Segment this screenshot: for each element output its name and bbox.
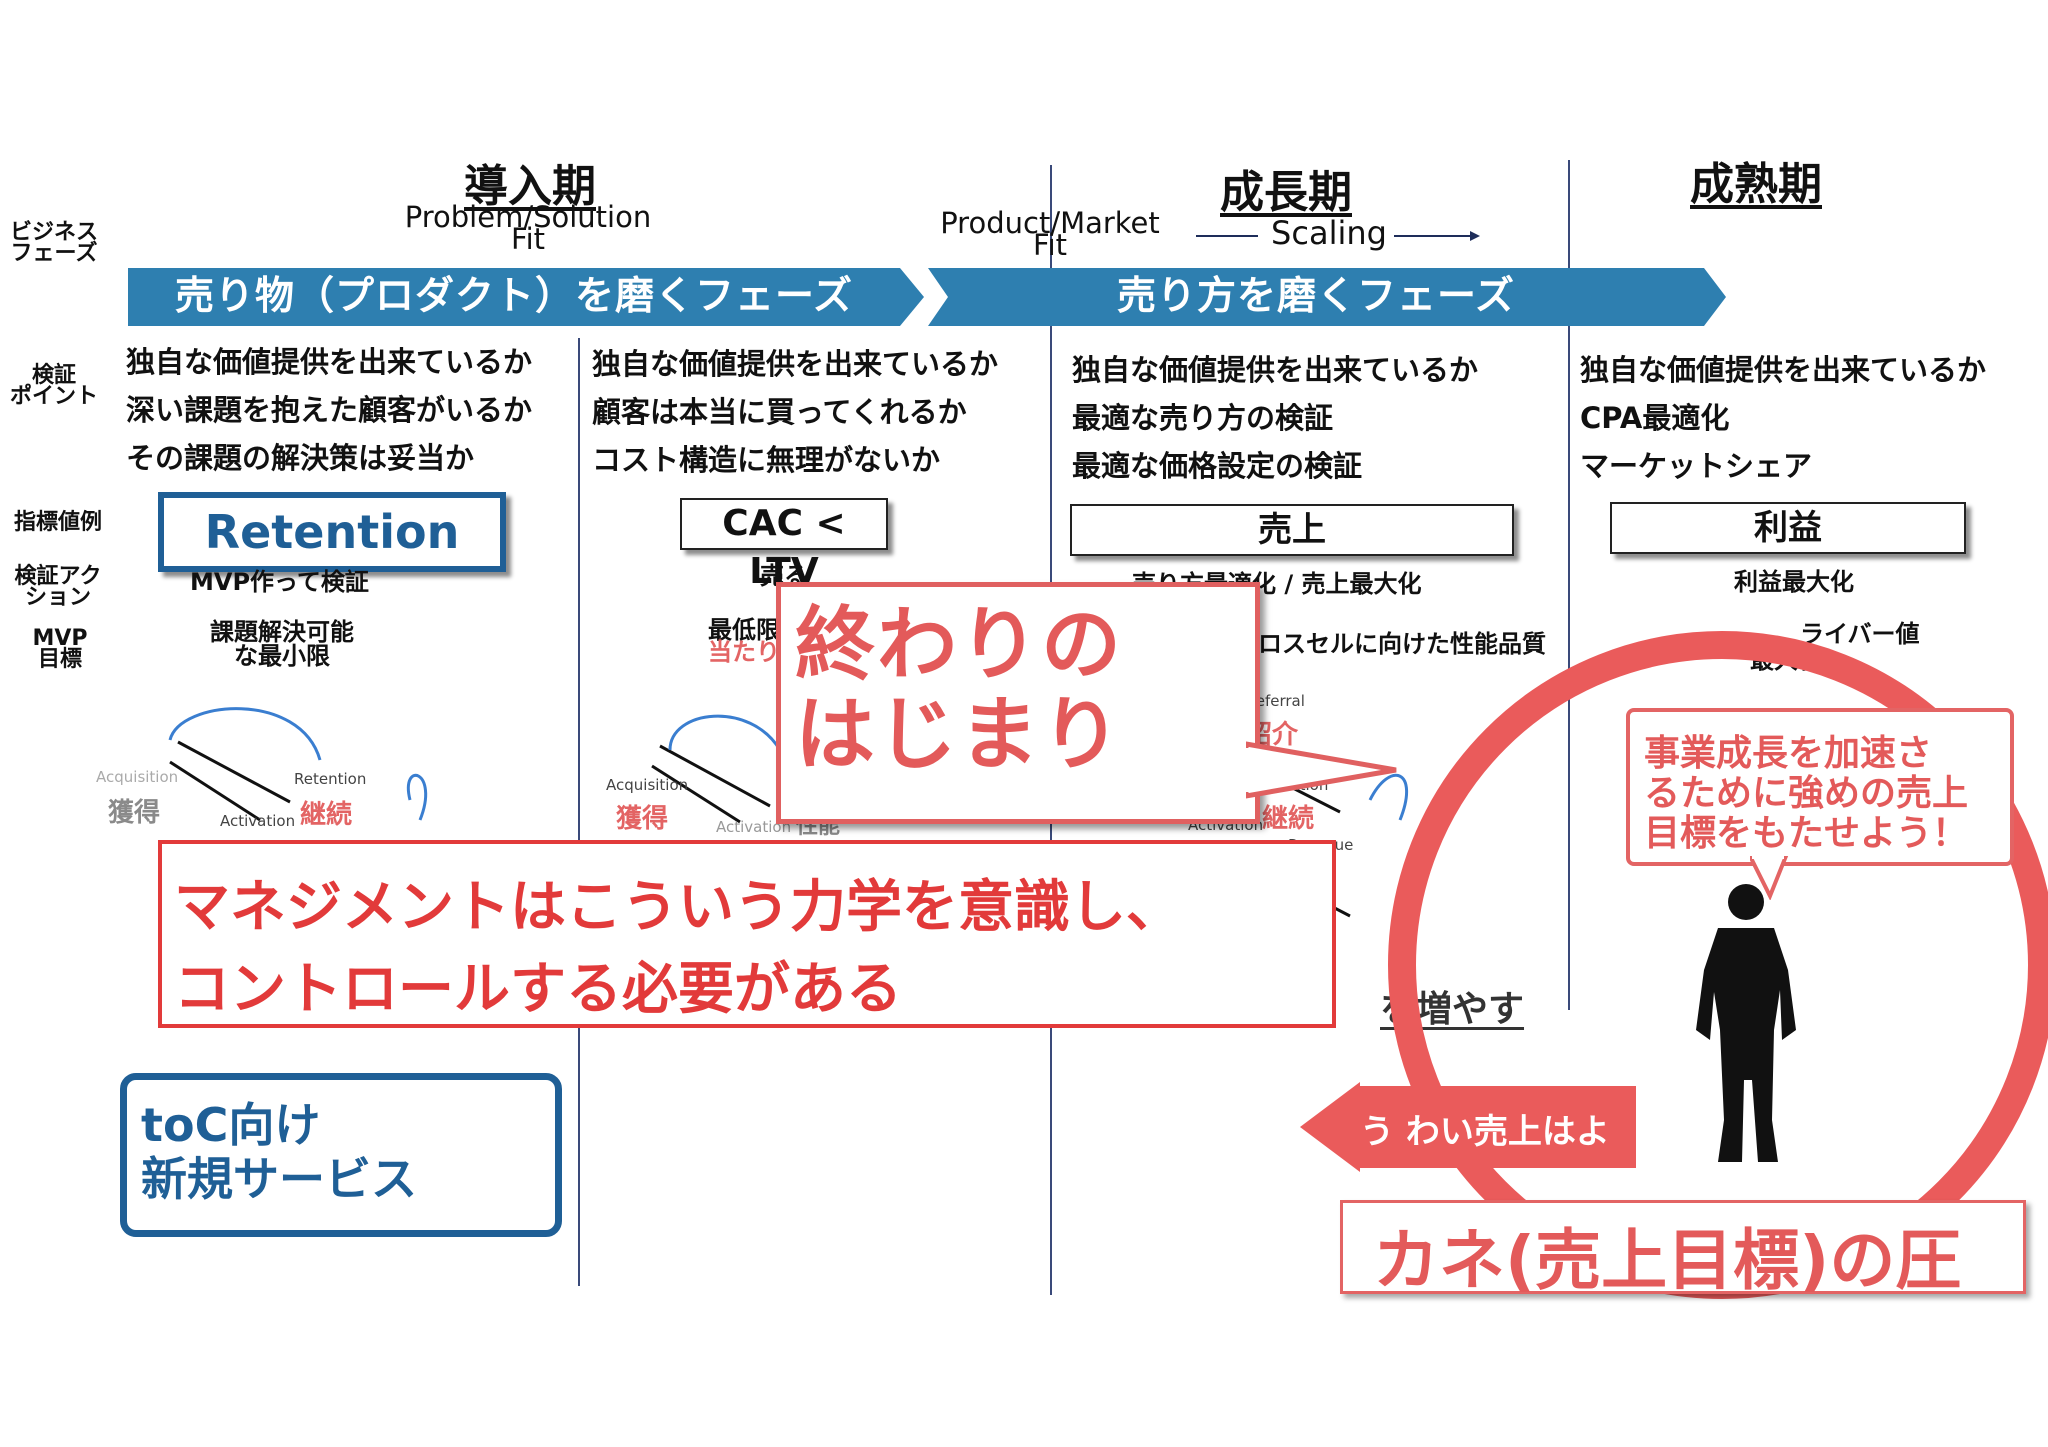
point-item: 独自な価値提供を出来ているか <box>126 345 533 379</box>
banner-sales-phase: 売り方を磨くフェーズ <box>1116 274 1516 319</box>
management-line-2: コントロールする必要がある <box>174 957 902 1022</box>
metric-cac-ltv: CAC < LTV <box>680 498 888 592</box>
speech-line-3: 目標をもたせよう！ <box>1644 813 1969 854</box>
funnel-2-activation-en: Activation <box>716 818 792 836</box>
owari-line-2: はじまり <box>795 688 1123 781</box>
funnel-diagram-1 <box>168 707 428 822</box>
row-label-verification-action: 検証アクション <box>14 564 102 610</box>
owari-callout-tail <box>1246 741 1397 799</box>
mvp-column-2-line1: 最低限 <box>708 616 780 644</box>
mvp-column-3: クロスセルに向けた性能品質 <box>1234 630 1546 658</box>
row-label-verification-point: 検証ポイント <box>9 363 98 409</box>
management-line-1: マネジメントはこういう力学を意識し、 <box>174 875 1182 940</box>
mvp-column-2-line2: 当たり <box>708 638 780 666</box>
metric-sales: 売上 <box>1070 504 1514 556</box>
mvp-column-1-line2: な最小限 <box>234 642 330 670</box>
column-divider-1 <box>578 338 580 1286</box>
funnel-1-acquisition-en: Acquisition <box>96 768 179 786</box>
point-item: 顧客は本当に買ってくれるか <box>592 395 967 429</box>
funnel-2-acquisition-jp: 獲得 <box>616 804 669 834</box>
funnel-3-retention-jp: 継続 <box>1262 804 1315 834</box>
owari-callout: 終わりの はじまり <box>776 582 1260 824</box>
point-item: マーケットシェア <box>1580 449 1813 483</box>
phase-subtitle-scaling: Scaling <box>1271 214 1387 252</box>
speech-bubble: 事業成長を加速さ るために強めの売上 目標をもたせよう！ <box>1626 708 2014 866</box>
funnel-diagram-2 <box>651 714 782 824</box>
arrow-right-icon <box>1196 231 1480 241</box>
funnel-1-acquisition-jp: 獲得 <box>108 798 161 828</box>
point-item: 独自な価値提供を出来ているか <box>1072 353 1479 387</box>
action-column-1: MVP作って検証 <box>190 568 369 596</box>
point-item: 最適な価格設定の検証 <box>1072 449 1363 483</box>
arrow-text: う わい売上はよ <box>1360 1112 1610 1152</box>
toc-line-1: toC向け <box>141 1098 321 1152</box>
phase-title-maturity: 成熟期 <box>1690 159 1822 210</box>
funnel-2-acquisition-en: Acquisition <box>606 776 689 794</box>
points-column-3: 独自な価値提供を出来ているか 最適な売り方の検証 最適な価格設定の検証 <box>1072 346 1478 490</box>
metric-retention: Retention <box>158 492 506 572</box>
person-silhouette-icon <box>1696 884 1796 1162</box>
banner-product-phase-shape <box>128 268 924 326</box>
toc-new-service-box: toC向け 新規サービス <box>120 1073 562 1237</box>
funnel-1-activation-en: Activation <box>220 812 296 830</box>
speech-line-1: 事業成長を加速さ <box>1644 733 1933 774</box>
phase-title-growth: 成長期 <box>1220 167 1352 218</box>
point-item: 独自な価値提供を出来ているか <box>1580 353 1987 387</box>
point-item: 最適な売り方の検証 <box>1072 401 1334 435</box>
point-item: 深い課題を抱えた顧客がいるか <box>126 393 533 427</box>
row-label-metric-example: 指標値例 <box>13 510 102 535</box>
speech-line-2: るために強めの売上 <box>1644 773 1969 814</box>
speech-bubble-tail <box>1750 856 1789 900</box>
action-column-4: 利益最大化 <box>1734 568 1854 596</box>
column-divider-3 <box>1568 160 1570 1010</box>
point-item: その課題の解決策は妥当か <box>126 441 475 475</box>
arrow-left-icon <box>1300 1082 1636 1172</box>
money-pressure-box: カネ(売上目標)の圧 <box>1340 1200 2026 1299</box>
metric-profit: 利益 <box>1610 502 1966 554</box>
funnel-3-referral-en: Referral <box>1246 692 1305 710</box>
money-pressure-text: カネ(売上目標)の圧 <box>1373 1222 1962 1299</box>
mvp-column-1-line1: 課題解決可能 <box>210 618 354 646</box>
point-item: CPA最適化 <box>1580 401 1730 435</box>
funnel-1-retention-en: Retention <box>294 770 367 788</box>
owari-line-1: 終わりの <box>795 598 1123 691</box>
points-column-2: 独自な価値提供を出来ているか 顧客は本当に買ってくれるか コスト構造に無理がない… <box>592 340 998 484</box>
mvp-column-4-line1: ライバー値 <box>1800 620 1920 648</box>
point-item: コスト構造に無理がないか <box>592 443 941 477</box>
banner-sales-phase-shape <box>928 268 1726 326</box>
banner-product-phase: 売り物（プロダクト）を磨くフェーズ <box>174 274 854 319</box>
management-callout: マネジメントはこういう力学を意識し、 コントロールする必要がある <box>158 840 1336 1028</box>
points-column-4: 独自な価値提供を出来ているか CPA最適化 マーケットシェア <box>1580 346 1986 490</box>
funnel-1-retention-jp: 継続 <box>300 800 353 830</box>
phase-title-introduction: 導入期 <box>464 161 596 212</box>
row-label-business-phase: ビジネスフェーズ <box>9 220 98 266</box>
toc-line-2: 新規サービス <box>141 1152 417 1206</box>
point-item: 独自な価値提供を出来ているか <box>592 347 999 381</box>
points-column-1: 独自な価値提供を出来ているか 深い課題を抱えた顧客がいるか その課題の解決策は妥… <box>126 338 532 482</box>
